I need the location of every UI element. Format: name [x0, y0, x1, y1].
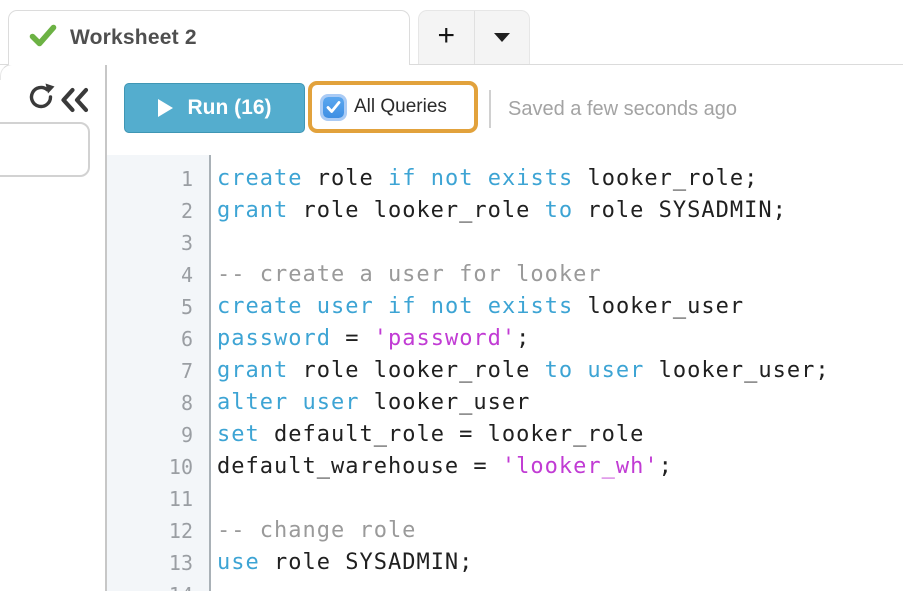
content-panel-corner	[0, 64, 16, 80]
play-icon	[157, 99, 173, 117]
line-number: 4	[180, 263, 193, 287]
line-number: 14	[107, 579, 193, 591]
line-number: 2	[180, 199, 193, 223]
collapse-left-icon	[61, 87, 89, 113]
line-number: 13	[168, 551, 193, 575]
sql-editor[interactable]: 1234567891011121314 create role if not e…	[107, 155, 903, 591]
run-button-label: Run (16)	[187, 96, 272, 119]
code-line[interactable]: create role if not exists looker_role;	[217, 166, 759, 191]
line-number: 12	[168, 519, 193, 543]
collapse-sidebar-button[interactable]	[59, 87, 90, 113]
toolbar-divider	[489, 90, 491, 128]
line-number-gutter: 1234567891011121314	[107, 155, 211, 591]
code-line[interactable]	[217, 227, 903, 259]
line-number: 6	[180, 327, 193, 351]
worksheet-menu-button[interactable]	[475, 11, 530, 64]
code-line[interactable]: set default_role = looker_role	[217, 422, 645, 447]
check-icon	[29, 24, 57, 53]
new-worksheet-button[interactable]: +	[419, 11, 475, 64]
line-number: 11	[168, 487, 193, 511]
tabbar-bottom-border	[0, 64, 903, 65]
line-number: 9	[180, 423, 193, 447]
all-queries-checkbox[interactable]	[323, 96, 344, 118]
line-number: 1	[180, 167, 193, 191]
code-line[interactable]: grant role looker_role to user looker_us…	[217, 358, 830, 383]
code-line[interactable]: -- change role	[217, 518, 417, 543]
code-line[interactable]: alter user looker_user	[217, 390, 531, 415]
refresh-button[interactable]	[27, 83, 55, 111]
code-line[interactable]: create user if not exists looker_user	[217, 294, 745, 319]
all-queries-highlight-annotation: All Queries	[308, 81, 478, 133]
line-number: 10	[168, 455, 193, 479]
code-line[interactable]: -- create a user for looker	[217, 262, 602, 287]
caret-down-icon	[493, 33, 510, 42]
line-number: 3	[180, 231, 193, 255]
all-queries-label[interactable]: All Queries	[354, 96, 447, 117]
code-line[interactable]: default_warehouse = 'looker_wh';	[217, 454, 673, 479]
line-number: 8	[180, 391, 193, 415]
tab-worksheet-2[interactable]: Worksheet 2	[8, 10, 410, 65]
line-number: 7	[180, 359, 193, 383]
code-line[interactable]: password = 'password';	[217, 326, 531, 351]
sidebar-divider	[105, 65, 107, 591]
tab-label: Worksheet 2	[70, 26, 197, 49]
code-line[interactable]	[217, 579, 903, 591]
sidebar-panel-fragment	[0, 122, 90, 177]
refresh-icon	[29, 83, 55, 109]
tab-actions-group: +	[418, 10, 530, 64]
code-line[interactable]	[217, 483, 903, 515]
run-button[interactable]: Run (16)	[124, 83, 305, 133]
saved-status: Saved a few seconds ago	[508, 98, 738, 120]
code-line[interactable]: grant role looker_role to role SYSADMIN;	[217, 198, 787, 223]
line-number: 5	[180, 295, 193, 319]
checkmark-icon	[326, 100, 341, 113]
code-lines[interactable]: create role if not exists looker_role;gr…	[211, 155, 903, 591]
code-line[interactable]: use role SYSADMIN;	[217, 550, 474, 575]
